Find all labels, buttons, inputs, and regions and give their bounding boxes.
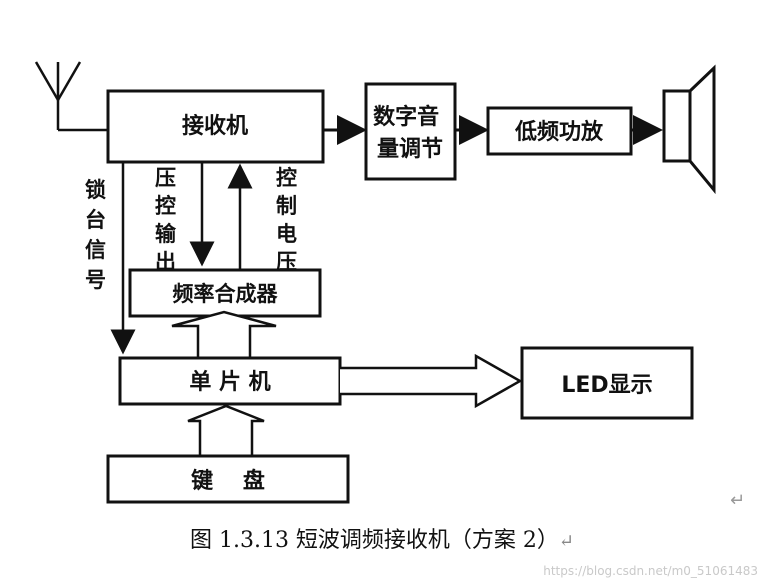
arrow-mcu-to-led bbox=[340, 353, 523, 409]
keyboard-label: 键 盘 bbox=[191, 468, 265, 494]
synthesizer-label: 频率合成器 bbox=[173, 282, 279, 306]
receiver-block: 接收机 bbox=[106, 89, 325, 164]
lf-amp-label: 低频功放 bbox=[514, 119, 604, 145]
figure-caption: 图 1.3.13 短波调频接收机（方案 2）↵ bbox=[0, 522, 764, 554]
mcu-label: 单 片 机 bbox=[189, 370, 270, 395]
digital-volume-label: 数字音 量调节 bbox=[373, 104, 447, 162]
led-display-block: LED显示 bbox=[520, 346, 694, 420]
voltage-output-label: 压 控 输 出 bbox=[155, 166, 183, 274]
caption-return-mark: ↵ bbox=[558, 531, 575, 552]
control-voltage-label: 控 制 电 压 bbox=[276, 166, 304, 274]
arrow-mcu-to-synthesizer bbox=[171, 310, 277, 358]
return-mark: ↵ bbox=[730, 490, 746, 511]
speaker-icon bbox=[662, 64, 716, 195]
watermark: https://blog.csdn.net/m0_51061483 bbox=[543, 564, 758, 578]
synthesizer-block: 频率合成器 bbox=[128, 268, 322, 318]
arrow-keyboard-to-mcu bbox=[187, 404, 265, 456]
led-display-label: LED显示 bbox=[561, 373, 652, 398]
antenna-icon bbox=[34, 61, 108, 132]
mcu-block: 单 片 机 bbox=[118, 356, 342, 406]
figure-caption-text: 图 1.3.13 短波调频接收机（方案 2） bbox=[189, 528, 559, 553]
lock-signal-label: 锁 台 信 号 bbox=[85, 178, 113, 292]
receiver-label: 接收机 bbox=[182, 113, 248, 139]
digital-volume-block: 数字音 量调节 bbox=[364, 82, 457, 181]
lf-amp-block: 低频功放 bbox=[486, 106, 633, 156]
keyboard-block: 键 盘 bbox=[106, 454, 350, 504]
